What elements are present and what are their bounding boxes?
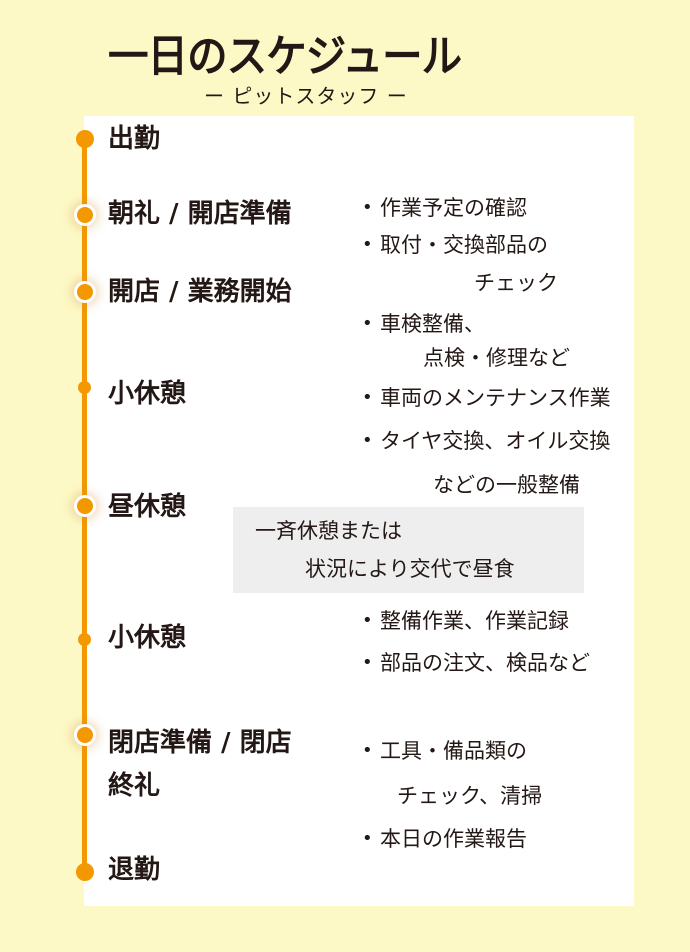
- step-clock-out: 退勤: [108, 855, 161, 885]
- note-item-continuation: チェック: [474, 271, 558, 295]
- note-item-continuation: 点検・修理など: [423, 346, 570, 370]
- timeline-ring-dot-icon: [74, 281, 96, 303]
- step-short-break: 小休憩: [108, 379, 187, 409]
- lunch-note-line1: 一斉休憩または: [255, 519, 402, 543]
- note-item: •車検整備、: [362, 309, 485, 339]
- bullet-icon: •: [362, 387, 373, 408]
- page-title: 一日のスケジュール: [108, 31, 462, 82]
- lunch-note-line2: 状況により交代で昼食: [305, 557, 515, 581]
- bullet-icon: •: [362, 197, 373, 218]
- step-morning-meeting: 朝礼 / 開店準備: [108, 199, 292, 229]
- note-item: •部品の注文、検品など: [362, 648, 590, 678]
- bullet-icon: •: [362, 234, 373, 255]
- note-item: •車両のメンテナンス作業: [362, 383, 611, 413]
- timeline-dot-icon: [76, 863, 94, 881]
- timeline-dot-icon: [76, 130, 94, 148]
- note-item: •取付・交換部品の: [362, 230, 548, 260]
- note-item: •工具・備品類の: [362, 736, 527, 766]
- step-clock-in: 出勤: [108, 124, 161, 154]
- bullet-icon: •: [362, 652, 373, 673]
- timeline-ring-dot-icon: [74, 204, 96, 226]
- page-subtitle: ー ピットスタッフ ー: [204, 84, 408, 108]
- step-lunch-break: 昼休憩: [108, 492, 187, 522]
- note-item: •本日の作業報告: [362, 824, 527, 854]
- step-open-store: 開店 / 業務開始: [108, 277, 292, 307]
- timeline-ring-dot-icon: [74, 495, 96, 517]
- timeline-small-dot-icon: [78, 381, 91, 394]
- note-item: •整備作業、作業記録: [362, 606, 569, 636]
- bullet-icon: •: [362, 740, 373, 761]
- bullet-icon: •: [362, 828, 373, 849]
- lunch-note-box: 一斉休憩または 状況により交代で昼食: [233, 507, 584, 593]
- note-item: •タイヤ交換、オイル交換: [362, 426, 610, 456]
- timeline-small-dot-icon: [78, 633, 91, 646]
- note-item-continuation: などの一般整備: [433, 473, 580, 497]
- step-closing-prep: 閉店準備 / 閉店: [108, 728, 292, 758]
- bullet-icon: •: [362, 430, 373, 451]
- note-item: •作業予定の確認: [362, 193, 527, 223]
- bullet-icon: •: [362, 610, 373, 631]
- step-short-break-2: 小休憩: [108, 623, 187, 653]
- bullet-icon: •: [362, 313, 373, 334]
- note-item-continuation: チェック、清掃: [397, 784, 543, 808]
- step-closing-meeting: 終礼: [108, 771, 161, 801]
- timeline-ring-dot-icon: [74, 724, 96, 746]
